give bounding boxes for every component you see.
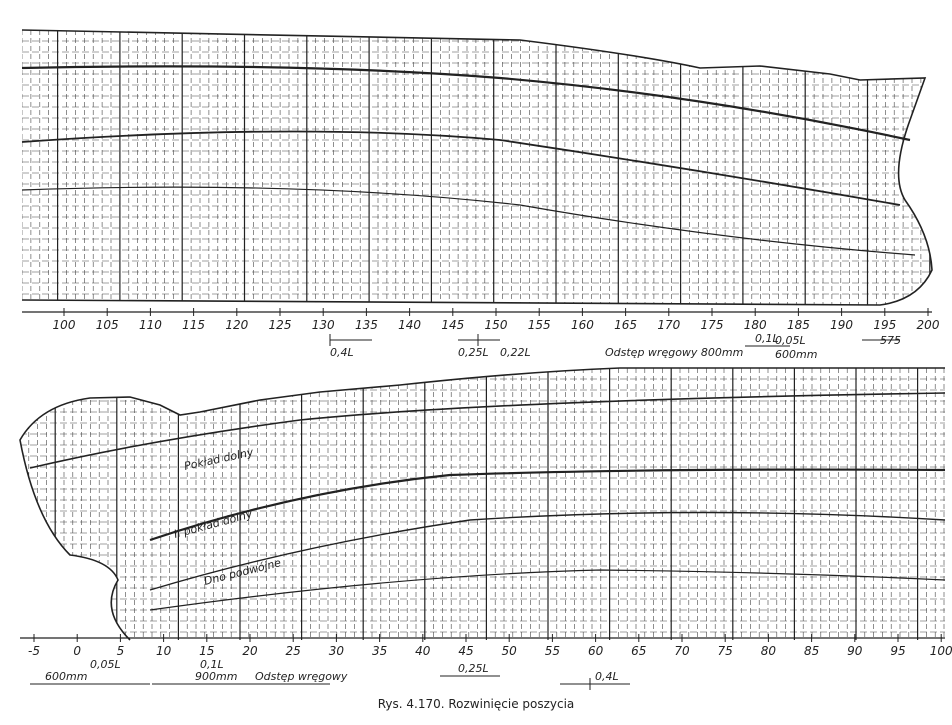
bottom-shell-expansion: -5 0 5 10 15 20 25 30 35 40 45 50 55 60 65 70 75 80 85 90 95… xyxy=(19,367,952,690)
bot-frame-spacing-label: Odstęp wręgowy xyxy=(255,670,348,683)
scale-tick-label: 65 xyxy=(631,644,646,658)
scale-tick-label: 145 xyxy=(441,318,464,332)
top-dimension-frame-spacing: Odstęp wręgowy 800mm 0,1L 0,05L 600mm 57… xyxy=(605,332,901,361)
scale-tick-label: 55 xyxy=(545,644,560,658)
bottom-strake-line-4 xyxy=(149,569,946,611)
bot-dim-005L-label: 0,05L xyxy=(90,658,121,671)
top-strake-line-2 xyxy=(21,130,901,206)
scale-tick-label: 135 xyxy=(355,318,378,332)
bottom-frame-scale: -5 0 5 10 15 20 25 30 35 40 45 50 55 60 65 70 75 80 85 90 95… xyxy=(28,634,952,658)
top-dimension-025L: 0,25L 0,22L xyxy=(458,334,531,359)
scale-tick-label: 40 xyxy=(415,644,431,658)
scale-tick-label: 100 xyxy=(53,318,76,332)
scale-tick-label: -5 xyxy=(28,644,40,658)
bot-dim-600-label: 600mm xyxy=(45,670,87,683)
scale-tick-label: 60 xyxy=(588,644,604,658)
top-dim-025L-label: 0,25L xyxy=(458,346,489,359)
scale-tick-label: 75 xyxy=(718,644,733,658)
scale-tick-label: 10 xyxy=(156,644,172,658)
bottom-dimension-left: 0,05L 600mm 0,1L 900mm Odstęp wręgowy xyxy=(30,658,348,685)
bottom-strake-line-1 xyxy=(29,392,946,469)
scale-tick-label: 25 xyxy=(286,644,301,658)
top-dim-005L-label: 0,05L xyxy=(775,334,806,347)
top-plating-grid xyxy=(22,30,932,305)
scale-tick-label: 20 xyxy=(242,644,258,658)
scale-tick-label: 115 xyxy=(182,318,205,332)
top-dimension-04L: 0,4L xyxy=(329,334,372,359)
top-dim-04L-label: 0,4L xyxy=(330,346,354,359)
bottom-strake-line-3 xyxy=(149,511,946,591)
scale-tick-label: 180 xyxy=(744,318,767,332)
label-lower-deck: Pokład dolny xyxy=(183,445,255,472)
scale-tick-label: 100 xyxy=(930,644,952,658)
scale-tick-label: 150 xyxy=(485,318,508,332)
scale-tick-label: 140 xyxy=(398,318,421,332)
scale-tick-label: 90 xyxy=(847,644,863,658)
bottom-hull-outline xyxy=(19,367,945,641)
top-strake-line-1 xyxy=(21,65,911,142)
scale-tick-label: 170 xyxy=(657,318,680,332)
scale-tick-label: 15 xyxy=(199,644,214,658)
scale-tick-label: 110 xyxy=(139,318,162,332)
top-frame-spacing-label: Odstęp wręgowy 800mm xyxy=(605,346,743,359)
scale-tick-label: 50 xyxy=(502,644,518,658)
scale-tick-label: 105 xyxy=(96,318,119,332)
scale-tick-label: 70 xyxy=(674,644,690,658)
scale-tick-label: 160 xyxy=(571,318,594,332)
top-dim-022L-label: 0,22L xyxy=(500,346,531,359)
label-double-bottom: Dno podwójne xyxy=(203,556,283,588)
scale-tick-label: 165 xyxy=(614,318,637,332)
top-strake-line-3 xyxy=(21,186,916,256)
scale-tick-label: 45 xyxy=(458,644,473,658)
scale-tick-label: 0 xyxy=(73,644,81,658)
scale-tick-label: 195 xyxy=(873,318,896,332)
scale-tick-label: 35 xyxy=(372,644,387,658)
top-frame-scale: 100 105 110 115 120 125 130 135 140 145 150 155 160 1… xyxy=(53,308,940,332)
top-hull-outline xyxy=(21,29,933,306)
top-dim-600-label: 600mm xyxy=(775,348,817,361)
bottom-plating-grid xyxy=(20,368,945,640)
scale-tick-label: 95 xyxy=(890,644,905,658)
scale-tick-label: 190 xyxy=(830,318,853,332)
bot-dim-900-label: 900mm xyxy=(195,670,237,683)
top-dim-575-label: 575 xyxy=(880,334,901,347)
scale-tick-label: 120 xyxy=(225,318,248,332)
top-dim-01L-label: 0,1L xyxy=(755,332,779,345)
scale-tick-label: 5 xyxy=(117,644,125,658)
bot-dim-04L-label: 0,4L xyxy=(595,670,619,683)
scale-tick-label: 85 xyxy=(804,644,819,658)
scale-tick-label: 175 xyxy=(701,318,724,332)
bottom-strake-line-2 xyxy=(149,468,946,542)
scale-tick-label: 155 xyxy=(528,318,551,332)
scale-tick-label: 200 xyxy=(917,318,940,332)
bot-dim-025L-label: 0,25L xyxy=(458,662,489,675)
scale-tick-label: 30 xyxy=(329,644,345,658)
top-shell-expansion: 100 105 110 115 120 125 130 135 140 145 150 155 160 1… xyxy=(21,29,940,361)
scale-tick-label: 80 xyxy=(761,644,777,658)
figure-caption: Rys. 4.170. Rozwinięcie poszycia xyxy=(378,697,575,711)
scale-tick-label: 130 xyxy=(312,318,335,332)
scale-tick-label: 185 xyxy=(787,318,810,332)
bottom-dimension-right: 0,25L 0,4L xyxy=(440,662,630,690)
bot-dim-01L-label: 0,1L xyxy=(200,658,224,671)
scale-tick-label: 125 xyxy=(269,318,292,332)
